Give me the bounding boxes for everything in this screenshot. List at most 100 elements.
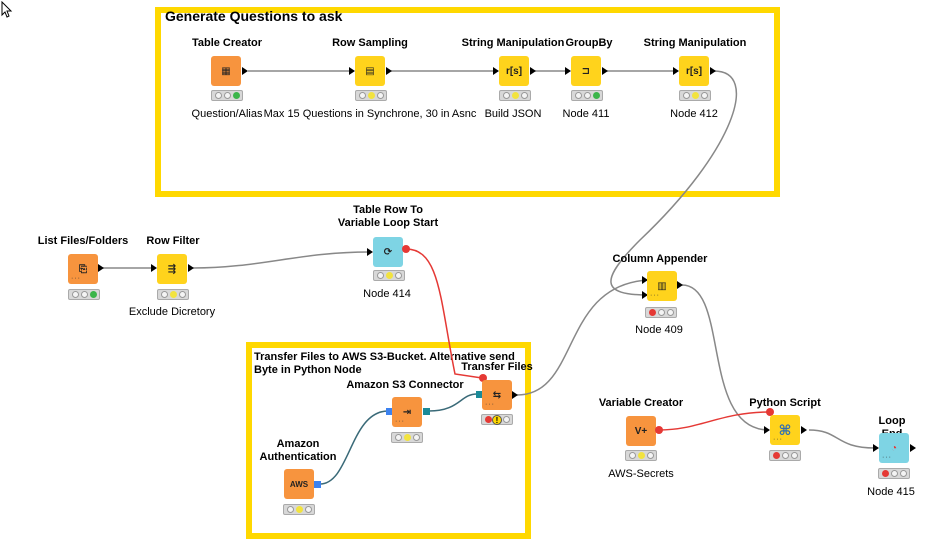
variable-creator-icon: V+ [634,425,648,437]
connection-s3-transfer [428,393,478,412]
status-groupby [571,90,603,101]
input-port[interactable] [151,264,157,272]
status-string-manip-1 [499,90,531,101]
output-port[interactable] [910,444,916,452]
node-table-row-to-variable-loop-start[interactable]: ⟳ [373,237,403,267]
flow-variable-port[interactable] [402,245,410,253]
loop-end-icon: ◔ [890,442,898,454]
input-port[interactable] [349,67,355,75]
output-port[interactable] [801,426,807,434]
output-port[interactable] [188,264,194,272]
output-port[interactable] [314,481,321,488]
output-port[interactable] [98,264,104,272]
dynamic-port-dots: ··· [882,454,892,461]
output-port[interactable] [677,281,683,289]
output-port[interactable] [602,67,608,75]
node-row-filter[interactable]: ⇶ [157,254,187,284]
mouse-cursor-icon [1,1,13,18]
dynamic-port-dots: ··· [773,436,783,443]
node-groupby[interactable]: ⊐ [571,56,601,86]
status-python-script [769,450,801,461]
status-loop-start [373,270,405,281]
node-python-script[interactable]: ⌘ ··· [770,415,800,445]
node-row-filter-name: Row Filter [146,235,200,247]
connection-var-creator-python-var [658,411,771,431]
dynamic-port-dots: ··· [485,401,495,408]
input-port[interactable] [642,291,648,299]
connection-auth-s3 [319,410,389,485]
node-loop-start-name: Table Row To Variable Loop Start [337,204,439,229]
node-table-creator-name: Table Creator [191,37,263,49]
aws-icon: AWS [289,479,309,489]
node-variable-creator[interactable]: V+ [626,416,656,446]
input-port[interactable] [764,426,770,434]
input-port[interactable] [642,276,648,284]
flow-variable-port[interactable] [766,408,774,416]
input-port[interactable] [493,67,499,75]
connection-loop-start-transfer-var [405,248,483,379]
status-variable-creator [625,450,657,461]
dynamic-port-dots: ··· [650,292,660,299]
output-port[interactable] [530,67,536,75]
status-row-sampling [355,90,387,101]
node-groupby-comment: Node 411 [562,108,610,120]
node-transfer-files[interactable]: ⇆ ··· [482,380,512,410]
node-row-sampling-name: Row Sampling [332,37,408,49]
row-filter-icon: ⇶ [167,263,177,275]
input-port[interactable] [673,67,679,75]
node-column-appender-comment: Node 409 [635,324,683,336]
output-port[interactable] [710,67,716,75]
connection-column-appender-python [681,284,770,431]
node-groupby-name: GroupBy [565,37,613,49]
output-port[interactable] [242,67,248,75]
dynamic-port-dots: ··· [395,418,405,425]
input-port[interactable] [873,444,879,452]
input-port[interactable] [386,408,393,415]
node-list-files-name: List Files/Folders [37,235,129,247]
python-icon: ⌘ [778,421,792,438]
table-icon: ▦ [221,65,231,77]
input-port[interactable] [565,67,571,75]
input-port[interactable] [367,248,373,256]
output-port[interactable] [423,408,430,415]
node-table-creator[interactable]: ▦ [211,56,241,86]
status-row-filter [157,289,189,300]
node-amazon-s3-connector[interactable]: ⇥ ··· [392,397,422,427]
node-row-filter-comment: Exclude Dicretory [128,306,216,318]
node-string-manip-1[interactable]: r[s] [499,56,529,86]
warning-icon[interactable]: ! [492,415,502,425]
node-string-manip-2[interactable]: r[s] [679,56,709,86]
status-amazon-auth [283,504,315,515]
node-amazon-authentication[interactable]: AWS [284,469,314,499]
annotation-transfer-title: Transfer Files to AWS S3-Bucket. Alterna… [254,351,515,376]
transfer-files-icon: ⇆ [492,389,502,401]
node-string-manip-2-comment: Node 412 [670,108,718,120]
connection-transfer-files-column-appender [516,279,649,396]
node-variable-creator-comment: AWS-Secrets [608,468,674,480]
status-amazon-s3 [391,432,423,443]
s3-connector-icon: ⇥ [402,406,412,418]
connection-string-manip-2-column-appender [610,70,737,296]
node-list-files[interactable]: ⎘ ··· [68,254,98,284]
annotation-generate-title: Generate Questions to ask [165,8,343,24]
connection-row-filter-loop-start [192,251,370,269]
loop-start-icon: ⟳ [383,246,393,258]
output-port[interactable] [512,391,518,399]
node-loop-end[interactable]: ◔ ··· [879,433,909,463]
dynamic-port-dots: ··· [71,275,81,282]
annotation-generate-questions[interactable] [155,7,780,197]
node-loop-end-comment: Node 415 [867,486,915,498]
node-column-appender[interactable]: ▥ ··· [647,271,677,301]
status-string-manip-2 [679,90,711,101]
input-port[interactable] [476,391,483,398]
flow-variable-port[interactable] [655,426,663,434]
flow-variable-port[interactable] [479,374,487,382]
node-row-sampling-comment: Max 15 Questions in Synchrone, 30 in Asn… [263,108,477,120]
node-python-script-name: Python Script [749,397,821,409]
string-manipulation-icon: r[s] [505,65,523,77]
node-column-appender-name: Column Appender [612,253,708,265]
node-row-sampling[interactable]: ▤ [355,56,385,86]
status-list-files [68,289,100,300]
output-port[interactable] [386,67,392,75]
